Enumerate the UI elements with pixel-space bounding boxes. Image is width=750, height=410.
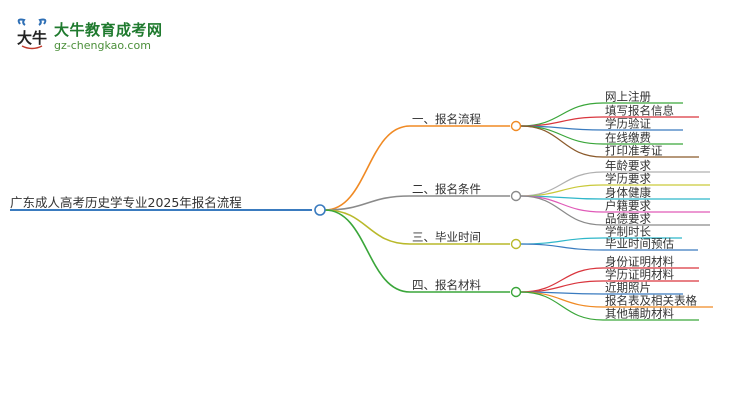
leaf-node[interactable]: 近期照片 [603, 281, 683, 295]
site-logo[interactable]: 大牛 大牛教育成考网 gz-chengkao.com [14, 16, 174, 56]
leaf-node[interactable]: 品德要求 [603, 212, 710, 226]
branch-label: 三、毕业时间 [412, 230, 481, 244]
leaf-connector [520, 171, 604, 197]
leaf-node[interactable]: 在线缴费 [603, 131, 683, 145]
leaf-connector [520, 195, 604, 226]
leaf-node[interactable]: 学历要求 [603, 172, 710, 186]
leaf-label: 身体健康 [605, 186, 651, 200]
leaf-label: 网上注册 [605, 90, 651, 104]
leaf-label: 户籍要求 [605, 199, 651, 213]
leaf-label: 品德要求 [605, 212, 651, 226]
branch-expand-toggle[interactable] [510, 190, 522, 202]
mind-map-nodes: 广东成人高考历史学专业2025年报名流程 一、报名流程 网上注册填写报名信息学历验证… [10, 90, 713, 321]
leaf-node[interactable]: 年龄要求 [603, 159, 710, 173]
branch-expand-toggle[interactable] [510, 238, 522, 250]
leaf-node[interactable]: 户籍要求 [603, 199, 710, 213]
leaf-connector [520, 184, 604, 197]
logo-url: gz-chengkao.com [54, 39, 151, 52]
root-node-label: 广东成人高考历史学专业2025年报名流程 [10, 195, 242, 210]
leaf-label: 身份证明材料 [605, 255, 674, 269]
leaf-label: 近期照片 [605, 281, 651, 295]
branch-connector [324, 209, 411, 245]
leaf-connector [520, 280, 604, 293]
leaf-label: 填写报名信息 [605, 104, 674, 118]
leaf-label: 毕业时间预估 [605, 237, 674, 251]
branch-node[interactable]: 一、报名流程 [410, 112, 522, 132]
leaf-connector [520, 243, 604, 251]
leaf-node[interactable]: 填写报名信息 [603, 104, 699, 118]
leaf-node[interactable]: 身份证明材料 [603, 255, 699, 269]
root-expand-toggle[interactable] [314, 204, 326, 216]
leaf-connector [520, 102, 604, 127]
leaf-label: 在线缴费 [605, 131, 651, 145]
leaf-node[interactable]: 学制时长 [603, 225, 682, 239]
branch-label: 一、报名流程 [412, 112, 481, 126]
leaf-connector [520, 125, 604, 158]
logo-mark-text: 大牛 [17, 29, 47, 47]
branch-node[interactable]: 二、报名条件 [410, 182, 522, 202]
leaf-label: 其他辅助材料 [605, 307, 674, 321]
branch-connector [324, 125, 411, 211]
branch-connector [324, 195, 411, 211]
leaf-node[interactable]: 学历证明材料 [603, 268, 699, 282]
leaf-label: 学历验证 [605, 117, 651, 131]
leaf-label: 报名表及相关表格 [605, 294, 697, 308]
leaf-connector [520, 291, 604, 321]
leaf-label: 学历要求 [605, 172, 651, 186]
root-node[interactable]: 广东成人高考历史学专业2025年报名流程 [10, 195, 326, 216]
connector-lines [324, 102, 604, 321]
leaf-label: 学历证明材料 [605, 268, 674, 282]
branch-label: 二、报名条件 [412, 182, 481, 196]
leaf-label: 学制时长 [605, 225, 651, 239]
leaf-node[interactable]: 其他辅助材料 [603, 307, 699, 321]
bull-logo-icon: 大牛 [17, 18, 47, 50]
branch-expand-toggle[interactable] [510, 286, 522, 298]
leaf-node[interactable]: 身体健康 [603, 186, 710, 200]
leaf-node[interactable]: 学历验证 [603, 117, 683, 131]
leaf-node[interactable]: 网上注册 [603, 90, 683, 104]
branch-expand-toggle[interactable] [510, 120, 522, 132]
logo-name: 大牛教育成考网 [54, 21, 163, 39]
branch-node[interactable]: 四、报名材料 [410, 278, 522, 298]
branch-node[interactable]: 三、毕业时间 [410, 230, 522, 250]
branch-label: 四、报名材料 [412, 278, 481, 292]
leaf-connector [520, 267, 604, 293]
branch-connector [324, 209, 411, 293]
leaf-label: 年龄要求 [605, 159, 651, 173]
leaf-connector [520, 237, 604, 245]
leaf-node[interactable]: 报名表及相关表格 [603, 294, 713, 308]
leaf-node[interactable]: 打印准考证 [603, 144, 699, 158]
leaf-label: 打印准考证 [605, 144, 663, 158]
leaf-node[interactable]: 毕业时间预估 [603, 237, 698, 251]
